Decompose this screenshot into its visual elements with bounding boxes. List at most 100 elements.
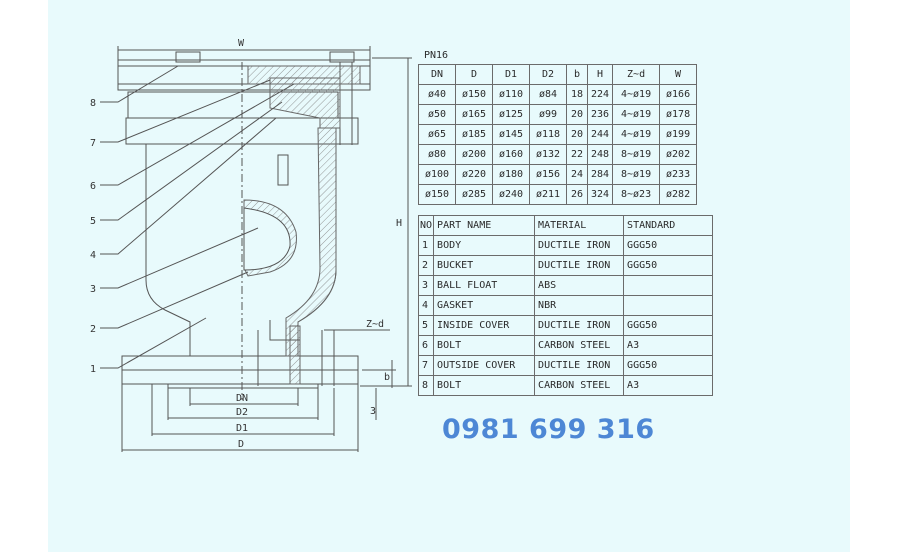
table-cell: BALL FLOAT [433, 275, 536, 296]
header-cell: DN [418, 64, 456, 85]
outside-cover-outline [117, 59, 371, 91]
header-cell: D2 [529, 64, 567, 85]
header-cell: H [586, 64, 614, 85]
table-cell: DUCTILE IRON [534, 355, 625, 376]
table-cell [623, 295, 714, 316]
dim-b-label: b [384, 372, 390, 383]
table-cell: ø118 [529, 124, 567, 145]
table-cell: 244 [586, 124, 614, 145]
table-cell: BUCKET [433, 255, 536, 276]
table-row: 7 OUTSIDE COVER DUCTILE IRON GGG50 [417, 355, 714, 376]
table-cell: 26 [566, 184, 588, 205]
phone-number: 0981 699 316 [442, 414, 655, 445]
table-row: 4 GASKET NBR [417, 295, 714, 316]
table-cell: DUCTILE IRON [534, 235, 625, 256]
table-cell: GASKET [433, 295, 536, 316]
table-cell: 2 [417, 255, 435, 276]
table-cell [623, 275, 714, 296]
table-cell: A3 [623, 375, 714, 396]
table-cell: BOLT [433, 375, 536, 396]
table-cell: 8~ø19 [612, 144, 661, 165]
header-cell: W [659, 64, 698, 85]
table-row: 1 BODY DUCTILE IRON GGG50 [417, 235, 714, 256]
table-cell: ø233 [659, 164, 698, 185]
table-cell: ø160 [492, 144, 530, 165]
table-row: ø50 ø165 ø125 ø99 20 236 4~ø19 ø178 [418, 104, 698, 125]
header-cell: NO [417, 215, 435, 236]
table-cell: CARBON STEEL [534, 375, 625, 396]
table-cell: DUCTILE IRON [534, 255, 625, 276]
callout-3: 3 [90, 284, 96, 295]
table-cell: 5 [417, 315, 435, 336]
table-cell: ø50 [418, 104, 456, 125]
header-cell: D [455, 64, 493, 85]
table-header-row: NO PART NAME MATERIAL STANDARD [417, 215, 714, 236]
table-cell: ø80 [418, 144, 456, 165]
table-cell: 284 [586, 164, 614, 185]
table-cell: ø99 [529, 104, 567, 125]
table-cell: 8~ø23 [612, 184, 661, 205]
table-cell: OUTSIDE COVER [433, 355, 536, 376]
callout-2: 2 [90, 324, 96, 335]
table-cell: ø220 [455, 164, 493, 185]
table-cell: 4~ø19 [612, 124, 661, 145]
table-cell: 4~ø19 [612, 104, 661, 125]
table-cell: ø185 [455, 124, 493, 145]
dimension-table: DN D D1 D2 b H Z~d W ø40 ø150 ø110 ø84 1… [418, 64, 698, 205]
table-cell: ø199 [659, 124, 698, 145]
table-cell: ø166 [659, 84, 698, 105]
callout-8: 8 [90, 98, 96, 109]
header-cell: PART NAME [433, 215, 536, 236]
table-cell: ø40 [418, 84, 456, 105]
header-cell: D1 [492, 64, 530, 85]
callout-4: 4 [90, 250, 96, 261]
table-cell: 248 [586, 144, 614, 165]
table-cell: 4~ø19 [612, 84, 661, 105]
dim-h-label: H [396, 218, 402, 229]
table-row: ø40 ø150 ø110 ø84 18 224 4~ø19 ø166 [418, 84, 698, 105]
table-cell: ø285 [455, 184, 493, 205]
pressure-rating-label: PN16 [424, 50, 449, 61]
table-cell: ø65 [418, 124, 456, 145]
dim-zd-label: Z~d [366, 319, 384, 330]
table-row: ø150 ø285 ø240 ø211 26 324 8~ø23 ø282 [418, 184, 698, 205]
table-row: 6 BOLT CARBON STEEL A3 [417, 335, 714, 356]
table-cell: ABS [534, 275, 625, 296]
header-cell: b [566, 64, 588, 85]
dim-3-label: 3 [370, 406, 376, 417]
table-cell: 1 [417, 235, 435, 256]
table-cell: DUCTILE IRON [534, 315, 625, 336]
table-cell: 22 [566, 144, 588, 165]
dim-d-label: D [238, 439, 244, 450]
table-cell: BODY [433, 235, 536, 256]
ball-float-outline [243, 207, 291, 271]
table-cell: 236 [586, 104, 614, 125]
callout-6: 6 [90, 181, 96, 192]
table-cell: 3 [417, 275, 435, 296]
dim-d1-label: D1 [236, 423, 248, 434]
header-cell: STANDARD [623, 215, 714, 236]
table-row: 2 BUCKET DUCTILE IRON GGG50 [417, 255, 714, 276]
table-cell: ø84 [529, 84, 567, 105]
table-row: ø80 ø200 ø160 ø132 22 248 8~ø19 ø202 [418, 144, 698, 165]
callout-5: 5 [90, 216, 96, 227]
table-cell: ø165 [455, 104, 493, 125]
table-cell: NBR [534, 295, 625, 316]
table-cell: 4 [417, 295, 435, 316]
table-row: ø65 ø185 ø145 ø118 20 244 4~ø19 ø199 [418, 124, 698, 145]
table-cell: ø282 [659, 184, 698, 205]
table-cell: CARBON STEEL [534, 335, 625, 356]
table-cell: 20 [566, 124, 588, 145]
callout-1: 1 [90, 364, 96, 375]
table-cell: ø156 [529, 164, 567, 185]
table-cell: GGG50 [623, 315, 714, 336]
header-cell: MATERIAL [534, 215, 625, 236]
dim-d2-label: D2 [236, 407, 248, 418]
table-cell: 20 [566, 104, 588, 125]
table-cell: ø202 [659, 144, 698, 165]
dim-dn-label: DN [236, 393, 248, 404]
parts-table: NO PART NAME MATERIAL STANDARD 1 BODY DU… [417, 215, 714, 396]
callout-7: 7 [90, 138, 96, 149]
table-cell: 324 [586, 184, 614, 205]
